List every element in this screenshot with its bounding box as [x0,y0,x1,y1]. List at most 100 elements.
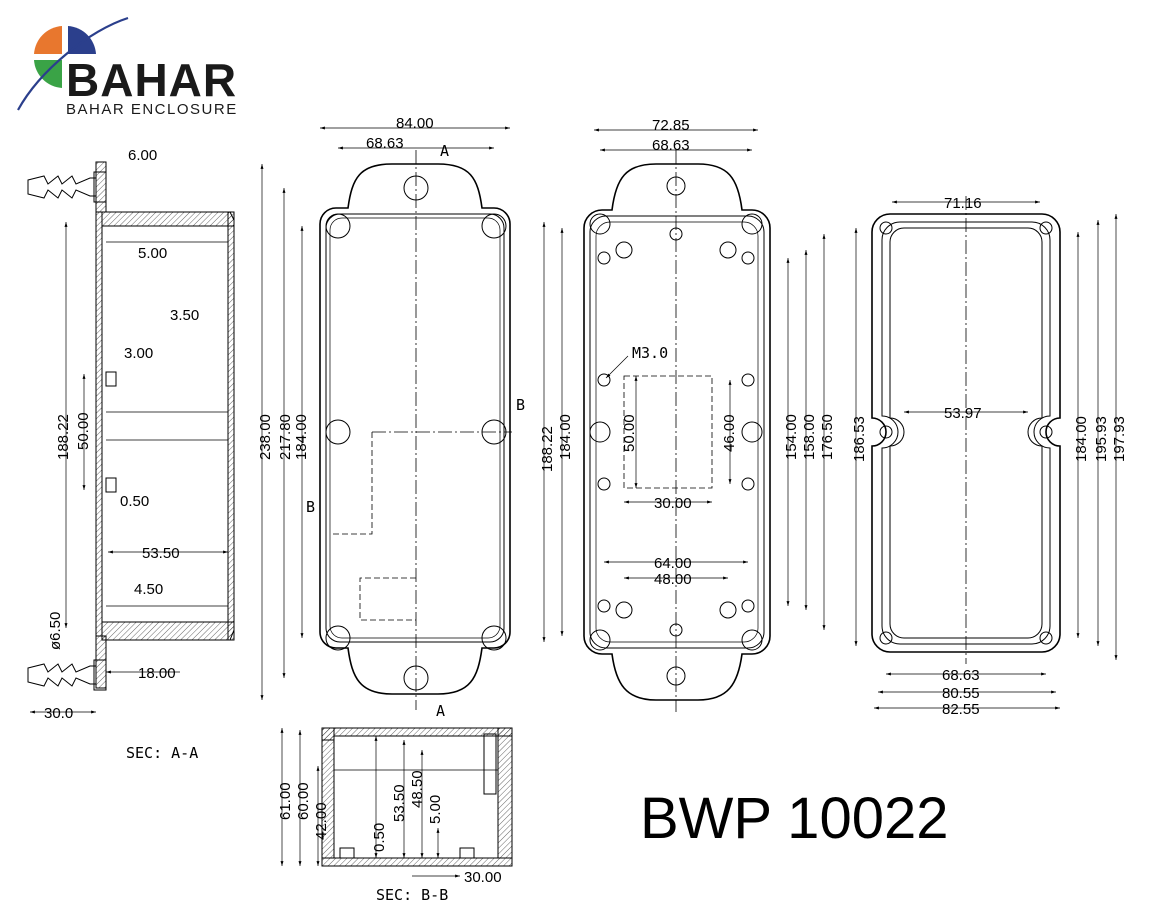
dim-front-body-height: 184.00 [293,414,310,460]
lid-hole-tl [879,221,893,235]
box-side-ml [589,421,611,443]
dim-flange: 6.00 [128,147,157,164]
logo-orange-quadrant [34,26,62,54]
front-inner-frame [325,213,505,643]
front-screw-br [481,625,507,651]
section-label-bb: SEC: B-B [376,886,448,904]
dim-front-mount-width: 68.63 [366,135,404,152]
dim-inner-height: 188.22 [55,414,72,460]
dim-rib: 50.00 [75,412,92,450]
callout-screw: M3.0 [632,344,668,362]
box-boss-2 [741,251,755,265]
box-side-mr [741,421,763,443]
box-outline [583,163,771,701]
lid-hole-ml [879,425,893,439]
section-label-aa: SEC: A-A [126,744,198,762]
box-boss-13 [719,601,737,619]
pcb-outline [623,375,713,489]
bb-top-lid [321,727,513,741]
box-corner-tl [589,213,611,235]
dim-hole-width-2: 48.00 [654,571,692,588]
bb-right-wall [497,727,513,859]
box-boss-6 [597,373,611,387]
dim-hole-width-1: 64.00 [654,555,692,572]
dim-bb-height-2: 60.00 [295,782,312,820]
dim-box-hole-height-2: 158.00 [801,414,818,460]
dim-pcb-height-2: 46.00 [721,414,738,452]
dim-bb-height-1: 61.00 [277,782,294,820]
box-boss-10 [597,599,611,613]
side-wall-left [95,211,103,637]
cable-gland-top [27,171,107,203]
front-screw-tl [325,213,351,239]
bb-foot-2 [459,847,475,859]
cable-gland-bottom [27,659,107,691]
logo-name: BAHAR [66,54,237,106]
lid-view: 71.16 53.97 186.53 184.00 195.93 197.93 … [851,195,1128,718]
dim-lid-height-3: 197.93 [1111,416,1128,462]
front-screw-ml [325,419,351,445]
dim-bb-base: 30.00 [464,869,502,886]
dim-lid-width-3: 82.55 [942,701,980,718]
section-mark-a-top: A [440,142,449,160]
dim-box-hole-height-1: 154.00 [783,414,800,460]
side-bottom-wall [101,621,235,641]
dim-front-total-height: 238.00 [257,414,274,460]
bb-bottom [321,857,513,867]
dim-pcb-height: 50.00 [621,414,638,452]
box-boss-4 [719,241,737,259]
dim-gap: 0.50 [120,493,149,510]
front-screw-tr [481,213,507,239]
bb-screw [483,733,497,795]
dim-lid-top-width: 71.16 [944,195,982,212]
dim-front-mount-height: 217.80 [277,414,294,460]
logo-subtitle: BAHAR ENCLOSURE [66,101,238,118]
dim-box-hole-height-3: 176.50 [819,414,836,460]
dim-lid-width-2: 80.55 [942,685,980,702]
lid-hole-mr [1039,425,1053,439]
lid-seal-outer [881,221,1051,645]
model-number: BWP 10022 [640,786,948,851]
box-inner-2 [595,221,759,643]
section-mark-a-bottom: A [436,702,445,720]
dim-bb-inner: 48.50 [409,770,426,808]
snap-2 [105,477,117,493]
dim-box-mount-width: 68.63 [652,137,690,154]
box-boss-7 [741,373,755,387]
box-boss-11 [741,599,755,613]
dim-lid-step: 5.00 [138,245,167,262]
side-wall-right [227,211,235,641]
section-mark-b-left: B [306,498,315,516]
box-corner-br [741,629,763,651]
front-view: 84.00 68.63 238.00 217.80 184.00 A A B B [257,115,525,720]
dim-gland-diameter: ø6.50 [47,612,64,650]
side-top-wall [101,211,235,227]
dim-base: 18.00 [138,665,176,682]
box-boss-3 [615,241,633,259]
open-box-view: 72.85 68.63 188.22 184.00 154.00 158.00 … [539,117,836,712]
front-screw-bl [325,625,351,651]
box-boss-1 [597,251,611,265]
box-corner-bl [589,629,611,651]
dim-lid-total-height: 186.53 [851,416,868,462]
box-boss-12 [615,601,633,619]
dim-bb-step: 5.00 [427,795,444,824]
box-boss-8 [597,477,611,491]
side-flange-top [95,161,107,213]
dim-box-inner-height: 188.22 [539,426,556,472]
dim-depth: 53.50 [142,545,180,562]
dim-pcb-width: 30.00 [654,495,692,512]
lid-hole-br [1039,631,1053,645]
dim-lid-width-1: 68.63 [942,667,980,684]
dim-lid-height-1: 184.00 [1073,416,1090,462]
lid-hole-bl [879,631,893,645]
dim-box-width: 72.85 [652,117,690,134]
bottom-section-bb: 61.00 60.00 42.00 0.50 53.50 48.50 5.00 … [277,727,513,904]
dim-wall-inner: 3.00 [124,345,153,362]
bb-foot-1 [339,847,355,859]
bahar-logo: BAHAR BAHAR ENCLOSURE [17,16,238,118]
dim-box-body-height: 184.00 [557,414,574,460]
logo-green-quadrant [34,60,62,88]
front-outline [319,163,511,695]
side-section-aa: 6.00 5.00 3.50 3.00 188.22 50.00 0.50 53… [27,147,235,762]
